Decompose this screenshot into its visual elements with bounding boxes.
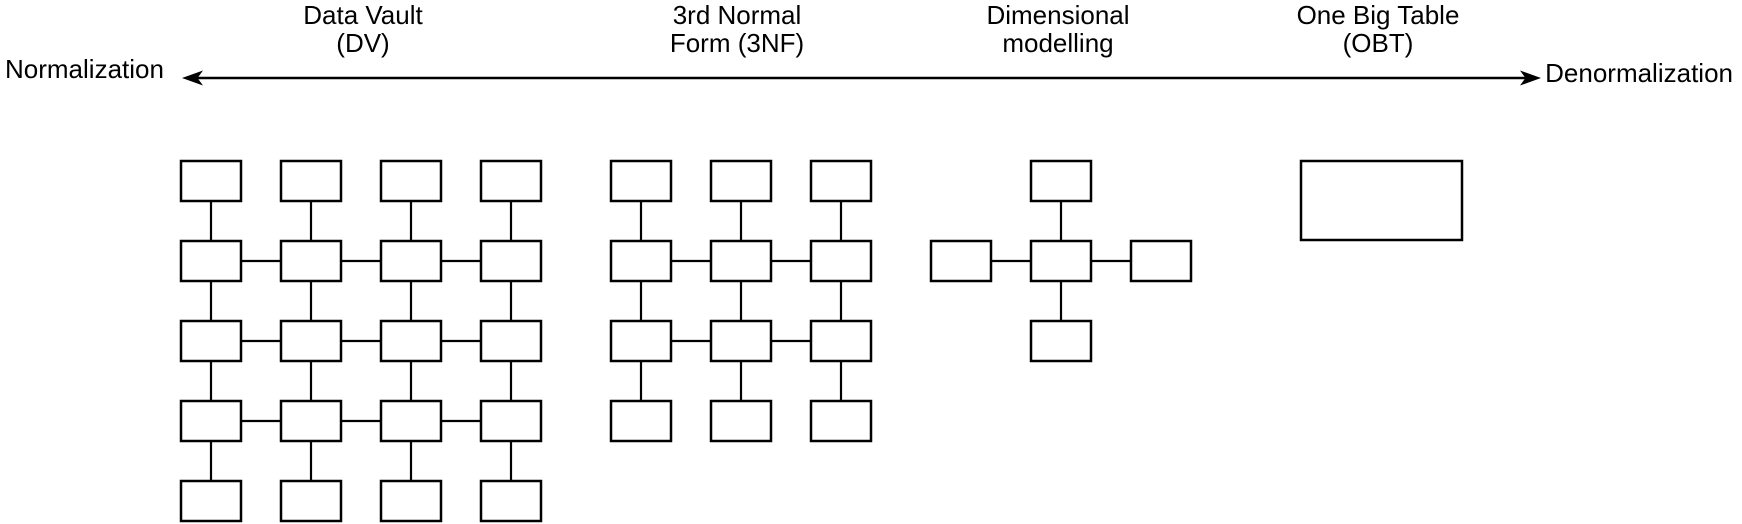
left-arrowhead-icon [182,70,203,86]
table-box [179,239,243,283]
denormalization-label: Denormalization [1545,58,1733,88]
table-box [479,479,543,523]
third-normal-form-schema [609,159,873,443]
table-box [479,319,543,363]
dimension-table-box [1029,159,1093,203]
table-box [479,399,543,443]
table-box [279,159,343,203]
table-box [609,399,673,443]
table-box [279,479,343,523]
table-box [279,399,343,443]
data-vault-label: Data Vault (DV) [303,0,423,58]
table-box [809,239,873,283]
right-arrowhead-icon [1520,70,1541,86]
table-box [709,239,773,283]
dimension-table-box [929,239,993,283]
one-big-table-schema [1299,159,1464,242]
table-box [479,159,543,203]
table-box [279,239,343,283]
dimensional-star-schema [929,159,1193,363]
table-box [809,159,873,203]
data-vault-schema [179,159,543,523]
table-box [179,319,243,363]
table-box [809,319,873,363]
table-box [379,159,443,203]
table-box [609,319,673,363]
fact-table-box [1029,239,1093,283]
table-box [179,159,243,203]
table-box [279,319,343,363]
table-box [379,239,443,283]
dimension-table-box [1029,319,1093,363]
dimensional-modelling-label: Dimensional modelling [986,0,1130,58]
table-box [179,399,243,443]
table-box [709,159,773,203]
table-box [379,319,443,363]
one-big-table-label: One Big Table (OBT) [1296,0,1460,58]
one-big-table-box [1299,159,1464,242]
table-box [479,239,543,283]
table-box [179,479,243,523]
table-box [709,399,773,443]
table-box [809,399,873,443]
spectrum-axis-arrow [182,70,1541,86]
table-box [609,239,673,283]
table-box [379,479,443,523]
third-normal-form-label: 3rd Normal Form (3NF) [669,0,805,58]
table-box [379,399,443,443]
table-box [709,319,773,363]
dimension-table-box [1129,239,1193,283]
normalization-label: Normalization [5,54,164,84]
table-box [609,159,673,203]
